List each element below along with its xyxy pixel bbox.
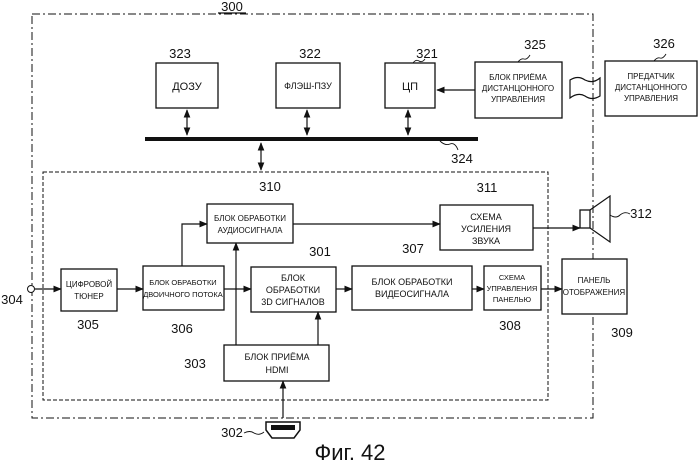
block-326-remote-transmitter: ПРЕДАТЧИК ДИСТАНЦОННОГО УПРАВЛЕНИЯ 326 [605,36,697,116]
block-305-tuner: ЦИФРОВОЙ ТЮНЕР 305 [61,269,117,332]
svg-text:БЛОК ОБРАБОТКИ: БЛОК ОБРАБОТКИ [149,278,216,287]
ref-310: 310 [259,179,281,194]
block-307-video: БЛОК ОБРАБОТКИ ВИДЕОСИГНАЛА 307 [352,241,472,310]
block-325-remote-receiver: БЛОК ПРИЁМА ДИСТАНЦОННОГО УПРАВЛЕНИЯ 325 [475,37,562,118]
ref-307: 307 [402,241,424,256]
svg-text:БЛОК: БЛОК [281,273,306,283]
svg-text:ФЛЭШ-ПЗУ: ФЛЭШ-ПЗУ [284,81,332,91]
block-323-dozu: ДОЗУ 323 [156,46,218,108]
svg-text:ЦИФРОВОЙ: ЦИФРОВОЙ [66,280,112,289]
svg-text:ДИСТАНЦОННОГО: ДИСТАНЦОННОГО [615,83,687,92]
figure-number-300: 300 [221,0,243,14]
ref-312: 312 [630,206,652,221]
block-322-flash: ФЛЭШ-ПЗУ 322 [276,46,340,108]
ref-326: 326 [653,36,675,51]
svg-text:ПАНЕЛЬ: ПАНЕЛЬ [578,276,611,285]
ref-303: 303 [184,356,206,371]
ref-308: 308 [499,318,521,333]
speaker-312: 312 [580,196,652,242]
block-310-audio: БЛОК ОБРАБОТКИ АУДИОСИГНАЛА 310 [207,179,293,243]
svg-text:ЗВУКА: ЗВУКА [472,236,500,246]
svg-text:ДИСТАНЦОННОГО: ДИСТАНЦОННОГО [482,84,554,93]
svg-text:УПРАВЛЕНИЯ: УПРАВЛЕНИЯ [487,284,538,293]
svg-text:ОБРАБОТКИ: ОБРАБОТКИ [266,285,320,295]
ref-323: 323 [169,46,191,61]
svg-text:ПРЕДАТЧИК: ПРЕДАТЧИК [627,72,675,81]
svg-text:БЛОК ПРИЁМА: БЛОК ПРИЁМА [489,73,547,82]
ref-309: 309 [611,325,633,340]
svg-text:АУДИОСИГНАЛА: АУДИОСИГНАЛА [218,226,283,235]
svg-text:ТЮНЕР: ТЮНЕР [74,292,103,301]
ref-301: 301 [309,244,331,259]
ref-321: 321 [416,46,438,61]
svg-text:БЛОК ПРИЁМА: БЛОК ПРИЁМА [244,352,309,362]
figure-caption: Фиг. 42 [314,440,385,464]
svg-text:ОТОБРАЖЕНИЯ: ОТОБРАЖЕНИЯ [563,288,626,297]
svg-text:УСИЛЕНИЯ: УСИЛЕНИЯ [461,224,511,234]
svg-text:ДОЗУ: ДОЗУ [172,81,203,93]
block-311-amplifier: СХЕМА УСИЛЕНИЯ ЗВУКА 311 [440,180,533,250]
svg-text:ЦП: ЦП [402,81,418,93]
ref-306: 306 [171,321,193,336]
block-301-3d: БЛОК ОБРАБОТКИ 3D СИГНАЛОВ 301 [251,244,336,312]
block-321-cpu: ЦП 321 [385,46,438,108]
svg-text:ВИДЕОСИГНАЛА: ВИДЕОСИГНАЛА [375,289,449,299]
svg-text:HDMI: HDMI [266,365,289,375]
svg-text:3D СИГНАЛОВ: 3D СИГНАЛОВ [261,297,324,307]
block-309-display: ПАНЕЛЬ ОТОБРАЖЕНИЯ 309 [562,259,633,340]
ref-305: 305 [77,317,99,332]
ref-322: 322 [299,46,321,61]
svg-text:ПАНЕЛЬЮ: ПАНЕЛЬЮ [493,295,532,304]
svg-text:СХЕМА: СХЕМА [499,273,525,282]
block-308-panel-driver: СХЕМА УПРАВЛЕНИЯ ПАНЕЛЬЮ 308 [484,266,541,333]
svg-text:304: 304 [1,292,23,307]
svg-text:УПРАВЛЕНИЯ: УПРАВЛЕНИЯ [624,94,678,103]
svg-text:302: 302 [221,425,243,440]
ref-325: 325 [524,37,546,52]
svg-text:БЛОК ОБРАБОТКИ: БЛОК ОБРАБОТКИ [372,277,453,287]
wireless-signal-icon [570,78,600,99]
svg-text:ДВОИЧНОГО ПОТОКА: ДВОИЧНОГО ПОТОКА [143,290,223,299]
arrow-306-310 [182,224,207,266]
block-303-hdmi: БЛОК ПРИЁМА HDMI 303 [184,345,329,381]
svg-text:СХЕМА: СХЕМА [470,212,502,222]
ref-311: 311 [477,180,498,195]
block-306-stream: БЛОК ОБРАБОТКИ ДВОИЧНОГО ПОТОКА 306 [143,266,224,336]
terminal-304: 304 [1,286,34,308]
svg-text:УПРАВЛЕНИЯ: УПРАВЛЕНИЯ [491,95,545,104]
hdmi-connector-302: 302 [221,422,300,440]
svg-text:БЛОК ОБРАБОТКИ: БЛОК ОБРАБОТКИ [214,214,286,223]
ref-324: 324 [451,151,473,166]
